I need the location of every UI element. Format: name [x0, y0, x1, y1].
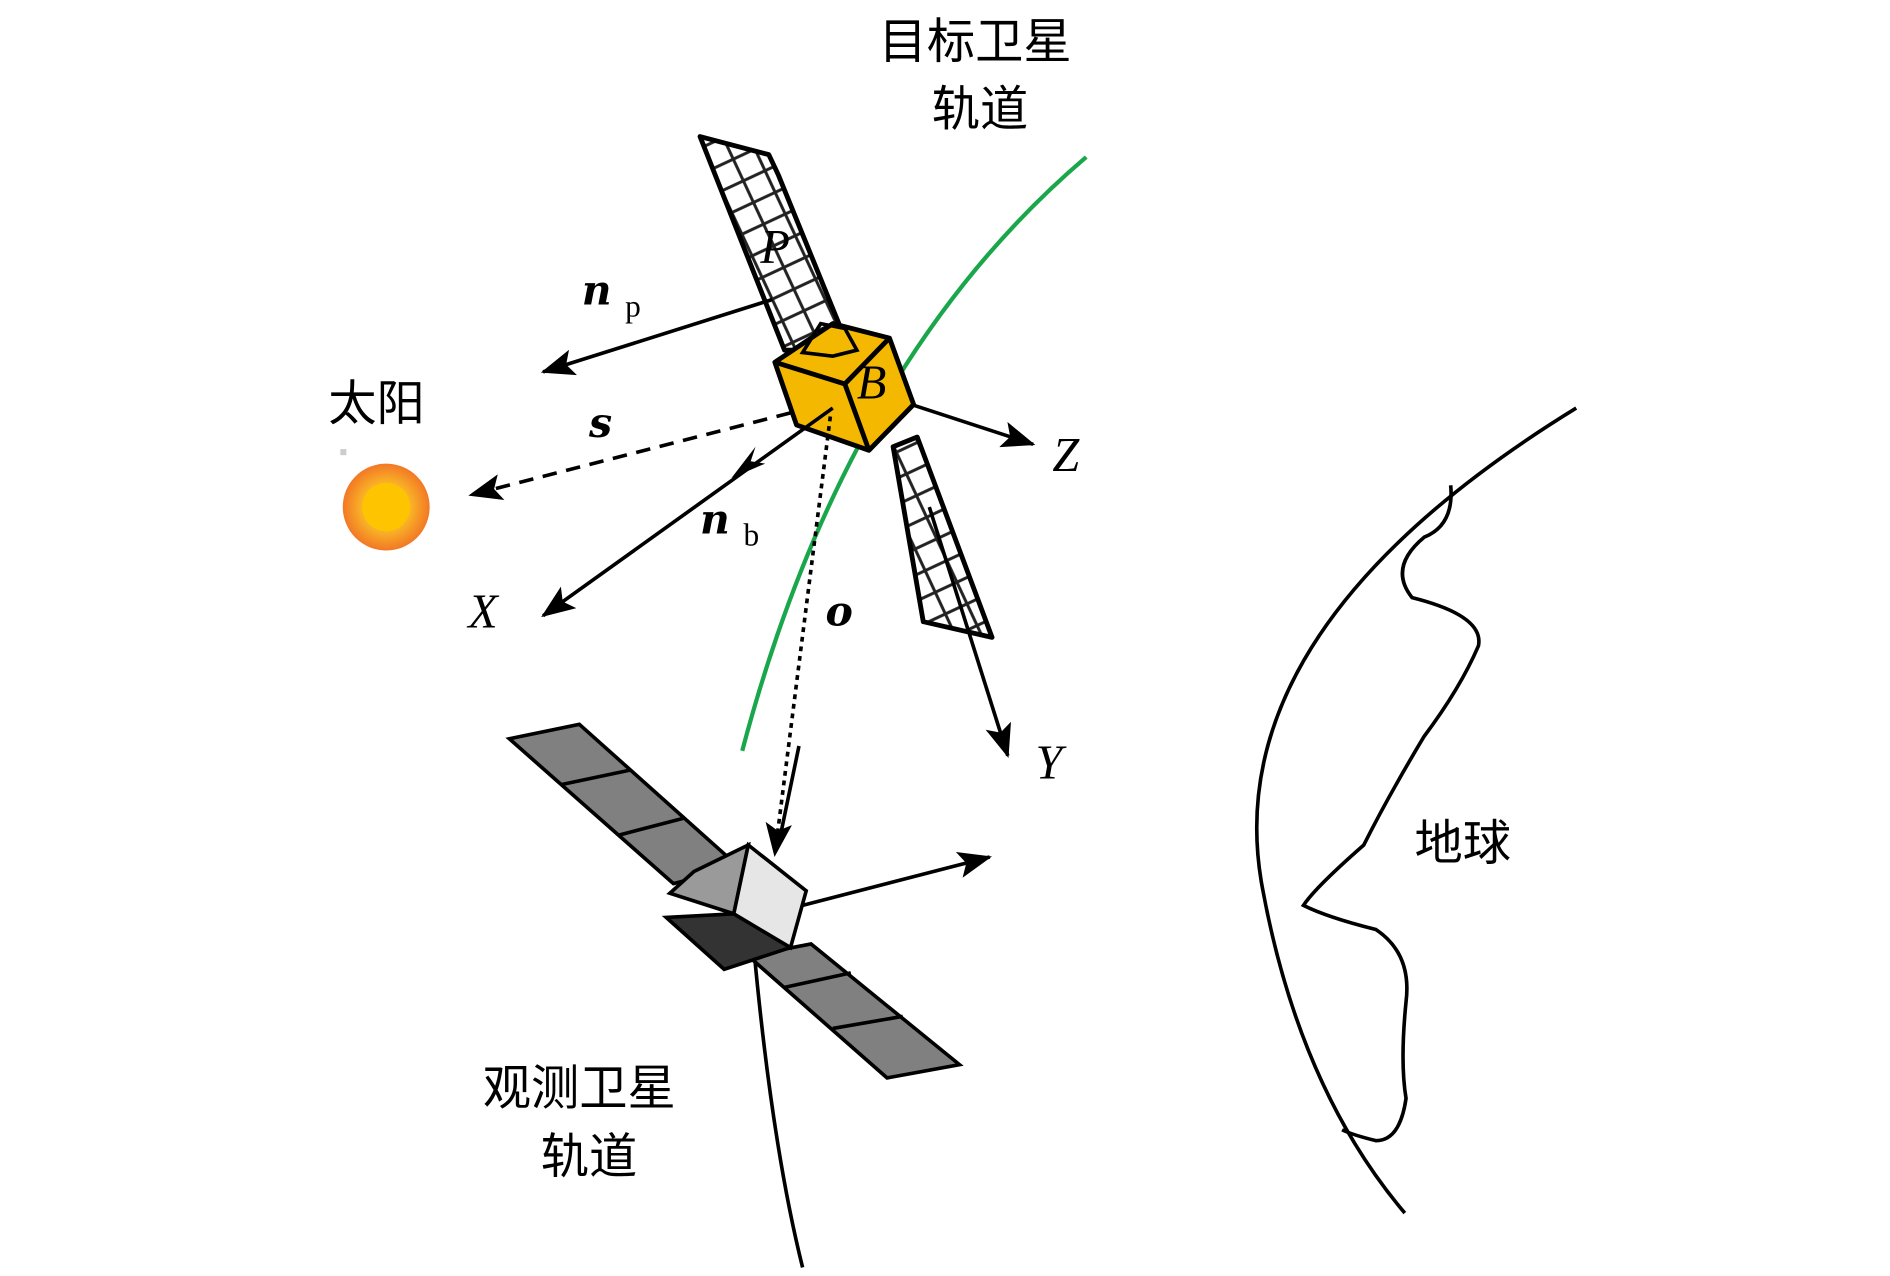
observer-orbit-label-line1: 观测卫星 [483, 1060, 676, 1116]
vector-nb-label: n [700, 495, 730, 544]
vector-np-arrow [540, 297, 773, 376]
observer-pointing-arrow [802, 852, 992, 908]
target-solar-panel: P [697, 134, 995, 640]
observer-orbit-label-line2: 轨道 [541, 1129, 638, 1185]
target-orbit-label-line2: 轨道 [932, 82, 1029, 138]
body-b-label: B [857, 356, 886, 409]
vector-o-label: o [826, 586, 853, 635]
vector-nb-subscript: b [743, 518, 759, 553]
axis-z-label: Z [1052, 429, 1080, 482]
target-orbit-label-line1: 目标卫星 [879, 14, 1072, 70]
vector-nb-arrowhead [731, 446, 766, 479]
vector-np-label: n [582, 265, 612, 314]
observer-satellite [505, 722, 992, 1080]
axis-x-label: X [466, 586, 500, 639]
earth-label: 地球 [1414, 815, 1511, 871]
vector-s-label: s [588, 398, 612, 447]
axis-y-arrow [927, 506, 1011, 758]
sun-icon [340, 449, 430, 551]
earth: 地球 [1254, 406, 1578, 1215]
observer-orbit [752, 953, 805, 1268]
vector-np-subscript: p [625, 288, 641, 323]
target-satellite-body: B [772, 321, 917, 453]
sun-label: 太阳 [328, 376, 425, 432]
axis-y-label: Y [1036, 737, 1068, 790]
vector-s-arrow [468, 411, 791, 501]
vector-o-arrow [765, 416, 833, 858]
axis-x-arrow [541, 406, 834, 618]
panel-p-label: P [759, 221, 789, 274]
axis-z-arrow [910, 402, 1036, 448]
